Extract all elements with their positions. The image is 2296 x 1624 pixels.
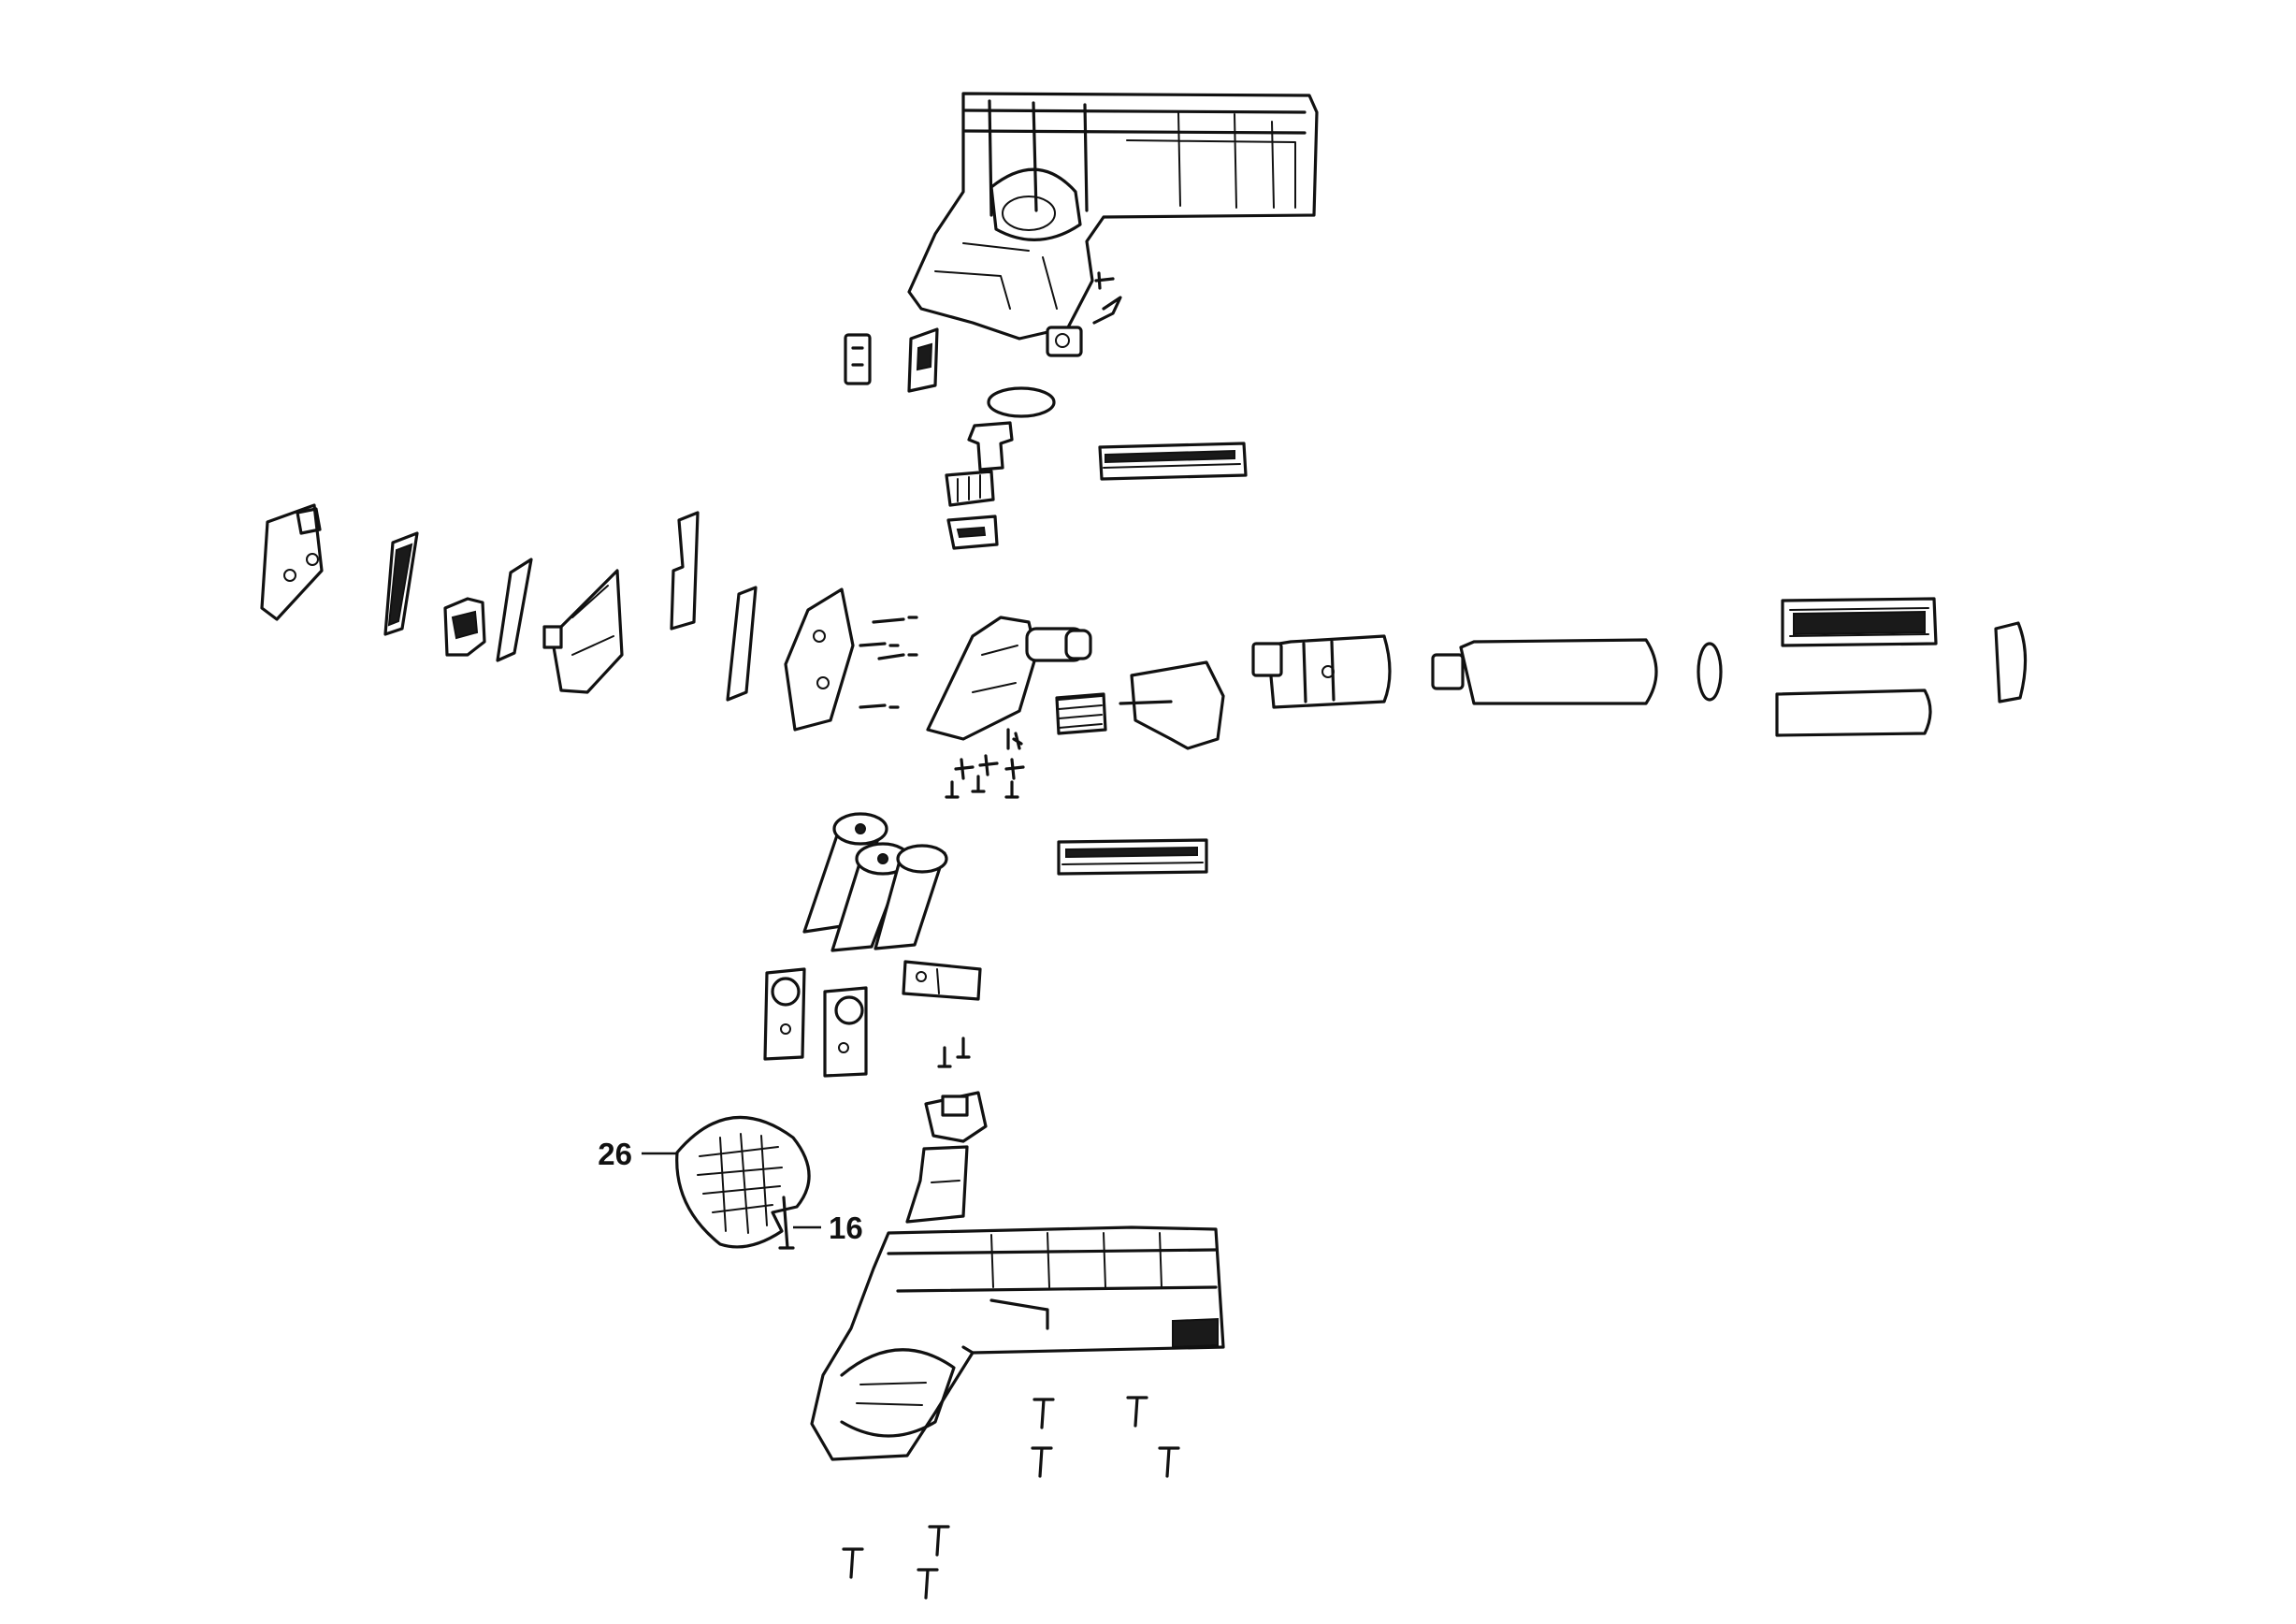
pin-part <box>778 1196 795 1250</box>
callout-label-26: 26 <box>598 1137 632 1171</box>
trigger-switch <box>905 1037 988 1224</box>
battery-bracket <box>902 960 982 1001</box>
callout-label-16: 16 <box>829 1211 863 1245</box>
lower-housing-half <box>810 1225 1225 1461</box>
slide-rail-upper <box>1098 442 1248 481</box>
upper-small-parts <box>1046 271 1122 357</box>
pcb-screws <box>945 728 1019 799</box>
vent-cover-part <box>675 1115 811 1249</box>
left-panel-parts <box>260 503 700 694</box>
switch-assembly-upper <box>844 327 1056 550</box>
terminal-plates <box>763 967 868 1078</box>
drive-train <box>1055 597 2028 750</box>
housing-screws <box>842 1396 1180 1600</box>
upper-housing-half <box>907 92 1319 341</box>
center-pcb-parts <box>726 586 1092 780</box>
slide-rail-lower <box>1057 838 1208 876</box>
battery-cells <box>802 812 948 952</box>
